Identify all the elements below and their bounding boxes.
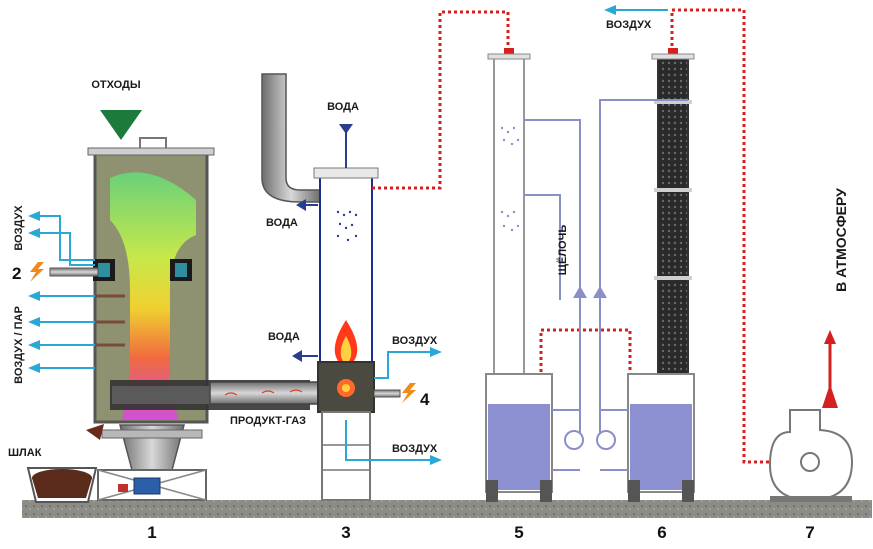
- exhaust-fan-unit-7: [770, 330, 852, 502]
- slag-label: ШЛАК: [8, 447, 42, 459]
- spark-icon-2: [30, 262, 44, 282]
- exhaust-arrow-icon: [822, 384, 838, 408]
- scrubber-unit-5: [486, 54, 552, 502]
- air-top-right-label: ВОЗДУХ: [606, 19, 652, 31]
- unit-number-1: 1: [147, 523, 156, 542]
- air-inlet-arrow-icons: [28, 211, 40, 373]
- air-right-bottom-label: ВОЗДУХ: [392, 443, 438, 455]
- marker-2: 2: [12, 264, 21, 283]
- slag-bin: [28, 424, 104, 502]
- combustor-unit-3: [262, 74, 416, 500]
- water-left-label: ВОДА: [266, 217, 298, 229]
- waste-feed-arrow-icon: [100, 110, 142, 140]
- marker-4: 4: [420, 390, 430, 409]
- air-left-label: ВОЗДУХ: [13, 205, 25, 251]
- product-gas-label: ПРОДУКТ-ГАЗ: [230, 415, 306, 427]
- air-inlets-left: [40, 216, 95, 368]
- unit-number-6: 6: [657, 523, 666, 542]
- to-atmosphere-label: В АТМОСФЕРУ: [833, 188, 849, 292]
- ground-strip: [22, 500, 872, 518]
- water-low-label: ВОДА: [268, 331, 300, 343]
- alkali-label: ЩЁЛОЧЬ: [556, 225, 569, 276]
- water-top-label: ВОДА: [327, 101, 359, 113]
- air-right-top-label: ВОЗДУХ: [392, 335, 438, 347]
- unit-number-5: 5: [514, 523, 523, 542]
- spark-icon-4: [402, 383, 416, 403]
- unit-number-7: 7: [805, 523, 814, 542]
- waste-label: ОТХОДЫ: [91, 79, 141, 91]
- unit-number-3: 3: [341, 523, 350, 542]
- scrubber-unit-6: [628, 54, 694, 502]
- air-steam-label: ВОЗДУХ / ПАР: [13, 306, 25, 384]
